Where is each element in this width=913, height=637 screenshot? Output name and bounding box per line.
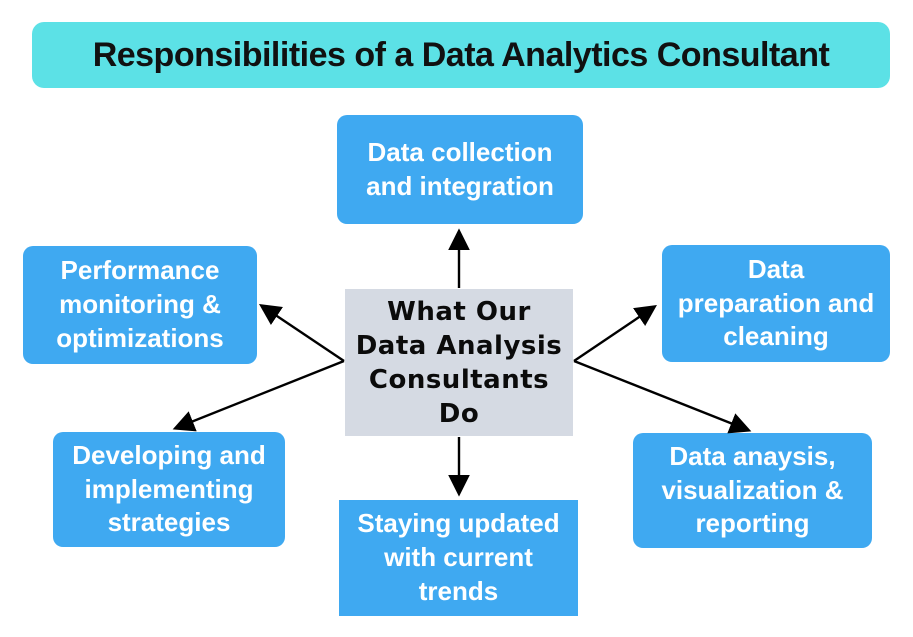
node-data-preparation: Data preparation and cleaning [662,245,890,362]
arrow-upper-right-icon [573,304,657,362]
arrow-upper-left-icon [259,303,345,362]
page-title: Responsibilities of a Data Analytics Con… [92,35,830,74]
node-data-collection: Data collection and integration [337,115,583,224]
title-banner: Responsibilities of a Data Analytics Con… [32,22,890,88]
node-staying-updated: Staying updated with current trends [339,500,578,616]
arrow-lower-right-icon [573,359,752,434]
arrow-lower-left-icon [172,359,345,432]
center-hub-box: What Our Data Analysis Consultants Do [345,289,573,436]
node-data-analysis-reporting: Data anaysis, visualization & reporting [633,433,872,548]
node-performance-monitoring: Performance monitoring & optimizations [23,246,257,364]
node-developing-strategies: Developing and implementing strategies [53,432,285,547]
